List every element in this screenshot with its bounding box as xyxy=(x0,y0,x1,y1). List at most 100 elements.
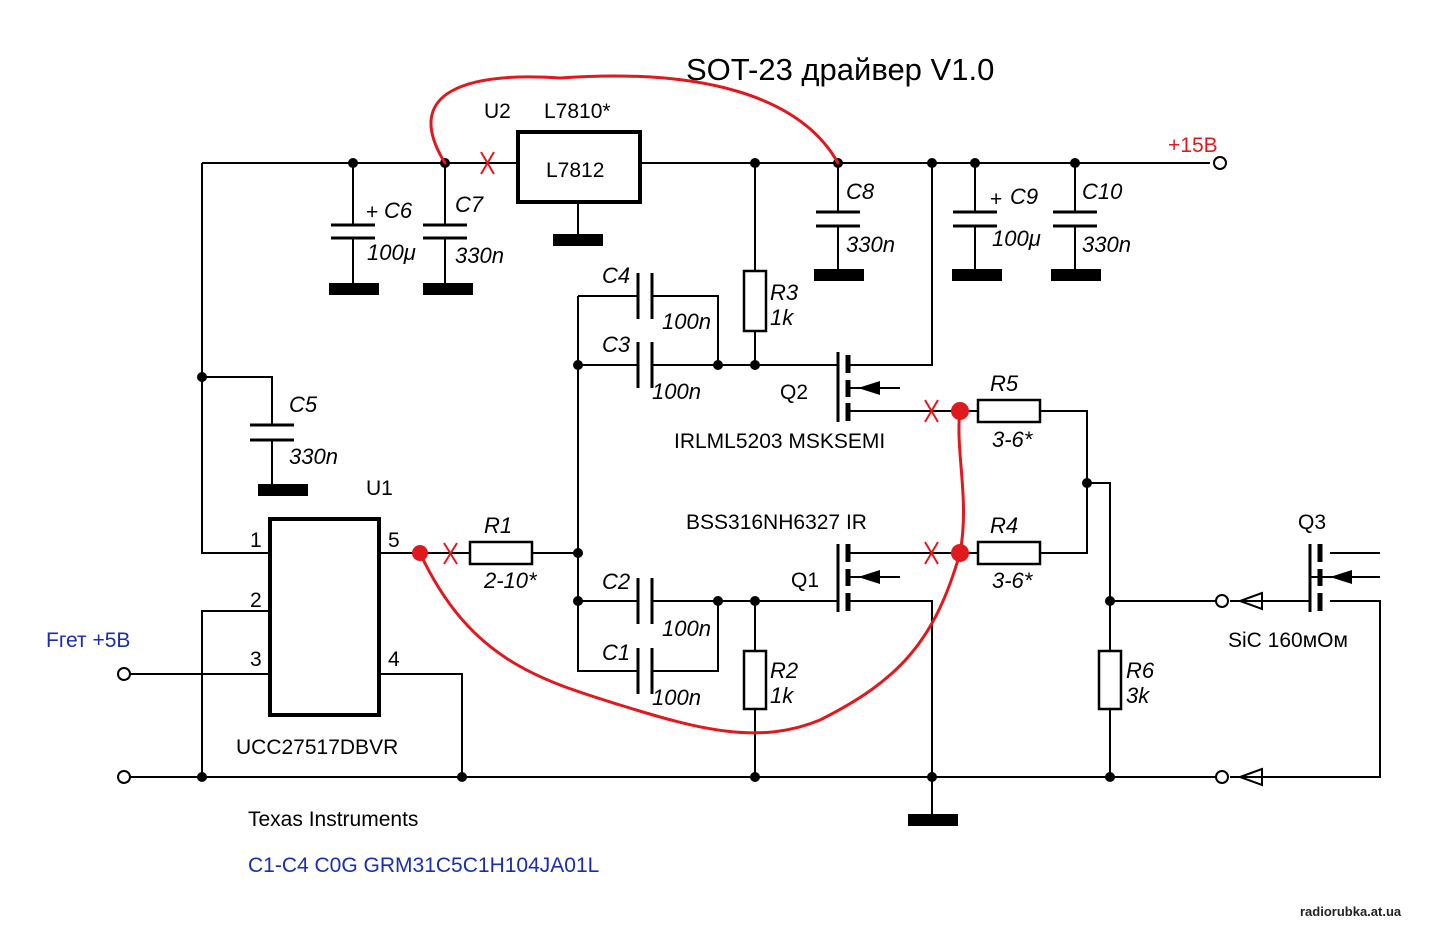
ground-icon xyxy=(329,283,379,295)
capacitor-c1-symbol xyxy=(636,648,654,694)
c6-polarity: + xyxy=(366,201,378,224)
watermark: radiorubka.at.ua xyxy=(1300,904,1402,919)
arrow-left-icon xyxy=(1237,767,1263,787)
cut-mark-icon xyxy=(924,399,939,423)
r5-ref: R5 xyxy=(990,371,1019,396)
input-label: Fгет +5В xyxy=(46,629,130,652)
ground-icon xyxy=(553,234,603,246)
resistor-r3-symbol xyxy=(742,269,768,333)
q1-part: BSS316NH6327 IR xyxy=(686,511,867,534)
r5-value: 3-6* xyxy=(992,427,1034,452)
u1-pin-5: 5 xyxy=(388,529,400,552)
r3-value: 1k xyxy=(770,305,794,330)
ground-icon xyxy=(258,484,308,496)
q2-ref: Q2 xyxy=(780,381,808,404)
r4-value: 3-6* xyxy=(992,568,1034,593)
c2-value: 100n xyxy=(662,616,711,641)
capacitor-c8-symbol xyxy=(816,210,860,228)
u1-pin-4: 4 xyxy=(388,648,400,671)
q3-ref: Q3 xyxy=(1298,511,1326,534)
red-jumper-driver-output xyxy=(418,551,962,735)
c5-value: 330n xyxy=(289,444,338,469)
c1-value: 100n xyxy=(652,685,701,710)
ground-icon xyxy=(952,269,1002,281)
u1-pin-3: 3 xyxy=(250,648,262,671)
resistor-r6-symbol xyxy=(1097,649,1123,711)
capacitor-c6-symbol xyxy=(331,223,375,240)
c4-ref: C4 xyxy=(602,263,630,288)
resistor-r4-symbol xyxy=(976,540,1042,566)
u2-part-label: L7812 xyxy=(546,159,604,182)
r6-value: 3k xyxy=(1126,683,1150,708)
red-jumper-gate-link xyxy=(957,409,965,555)
c5-ref: C5 xyxy=(289,392,318,417)
c8-ref: C8 xyxy=(846,179,875,204)
terminal-plus15v xyxy=(1213,156,1227,170)
u1-pin-1: 1 xyxy=(250,529,262,552)
u1-ref-label: U1 xyxy=(366,477,393,500)
c10-value: 330n xyxy=(1082,232,1131,257)
capacitor-c10-symbol xyxy=(1053,210,1097,228)
cut-mark-icon xyxy=(443,542,458,565)
terminal-ground-left xyxy=(117,770,131,784)
resistor-r5-symbol xyxy=(976,398,1042,424)
ground-icon xyxy=(908,814,958,826)
c8-value: 330n xyxy=(846,232,895,257)
u2-ref-label: U2 xyxy=(484,100,511,123)
cut-mark-icon xyxy=(924,541,939,565)
c10-ref: C10 xyxy=(1082,179,1123,204)
terminal-source-out xyxy=(1215,770,1229,784)
c3-value: 100n xyxy=(652,379,701,404)
q3-part: SiC 160мОм xyxy=(1228,629,1348,652)
capacitor-c3-symbol xyxy=(636,342,654,388)
c7-value: 330n xyxy=(455,243,504,268)
regulator-u2-body xyxy=(516,130,642,204)
terminal-input xyxy=(117,667,131,681)
resistor-bodies xyxy=(468,269,1123,711)
u1-pin-2: 2 xyxy=(250,589,262,612)
capacitor-c9-symbol xyxy=(953,210,997,228)
c9-value: 100μ xyxy=(992,226,1041,251)
ground-icon xyxy=(814,269,864,281)
ground-icon xyxy=(423,283,473,295)
capacitor-c7-symbol xyxy=(423,223,467,240)
wires xyxy=(129,162,1381,815)
c2-ref: C2 xyxy=(602,569,630,594)
u2-alt-part-label: L7810* xyxy=(544,100,611,123)
c1-ref: C1 xyxy=(602,640,630,665)
capacitor-c2-symbol xyxy=(636,578,654,624)
c3-ref: C3 xyxy=(602,332,631,357)
cut-mark-icon xyxy=(480,151,495,175)
r2-value: 1k xyxy=(770,683,794,708)
supply-output-label: +15В xyxy=(1168,134,1218,157)
manufacturer-label: Texas Instruments xyxy=(248,808,418,831)
r1-ref: R1 xyxy=(484,513,512,538)
mosfet-q2-symbol xyxy=(836,352,900,422)
resistor-r1-symbol xyxy=(468,540,534,566)
r1-value: 2-10* xyxy=(483,568,538,593)
r2-ref: R2 xyxy=(770,658,798,683)
r6-ref: R6 xyxy=(1126,658,1155,683)
cap-note-label: C1-C4 C0G GRM31C5C1H104JA01L xyxy=(248,854,599,877)
red-modifications xyxy=(412,74,969,735)
c4-value: 100n xyxy=(662,309,711,334)
capacitor-c5-symbol xyxy=(250,423,294,442)
c9-polarity: + xyxy=(990,188,1002,211)
terminals xyxy=(117,156,1263,787)
mosfet-q1-symbol xyxy=(836,544,900,612)
c6-ref: C6 xyxy=(384,198,413,223)
c9-ref: C9 xyxy=(1010,184,1038,209)
q2-part: IRLML5203 MSKSEMI xyxy=(674,430,885,453)
capacitor-c4-symbol xyxy=(636,273,654,319)
r4-ref: R4 xyxy=(990,513,1018,538)
u1-part-label: UCC27517DBVR xyxy=(236,736,398,759)
q1-ref: Q1 xyxy=(791,569,819,592)
ground-symbols xyxy=(258,234,1101,826)
schematic-title: SOT-23 драйвер V1.0 xyxy=(686,52,994,87)
c6-value: 100μ xyxy=(367,240,416,265)
red-jumper-regulator-bypass xyxy=(429,74,840,165)
capacitor-plates xyxy=(250,210,1097,694)
arrow-left-icon xyxy=(1237,591,1263,611)
ground-icon xyxy=(1051,269,1101,281)
